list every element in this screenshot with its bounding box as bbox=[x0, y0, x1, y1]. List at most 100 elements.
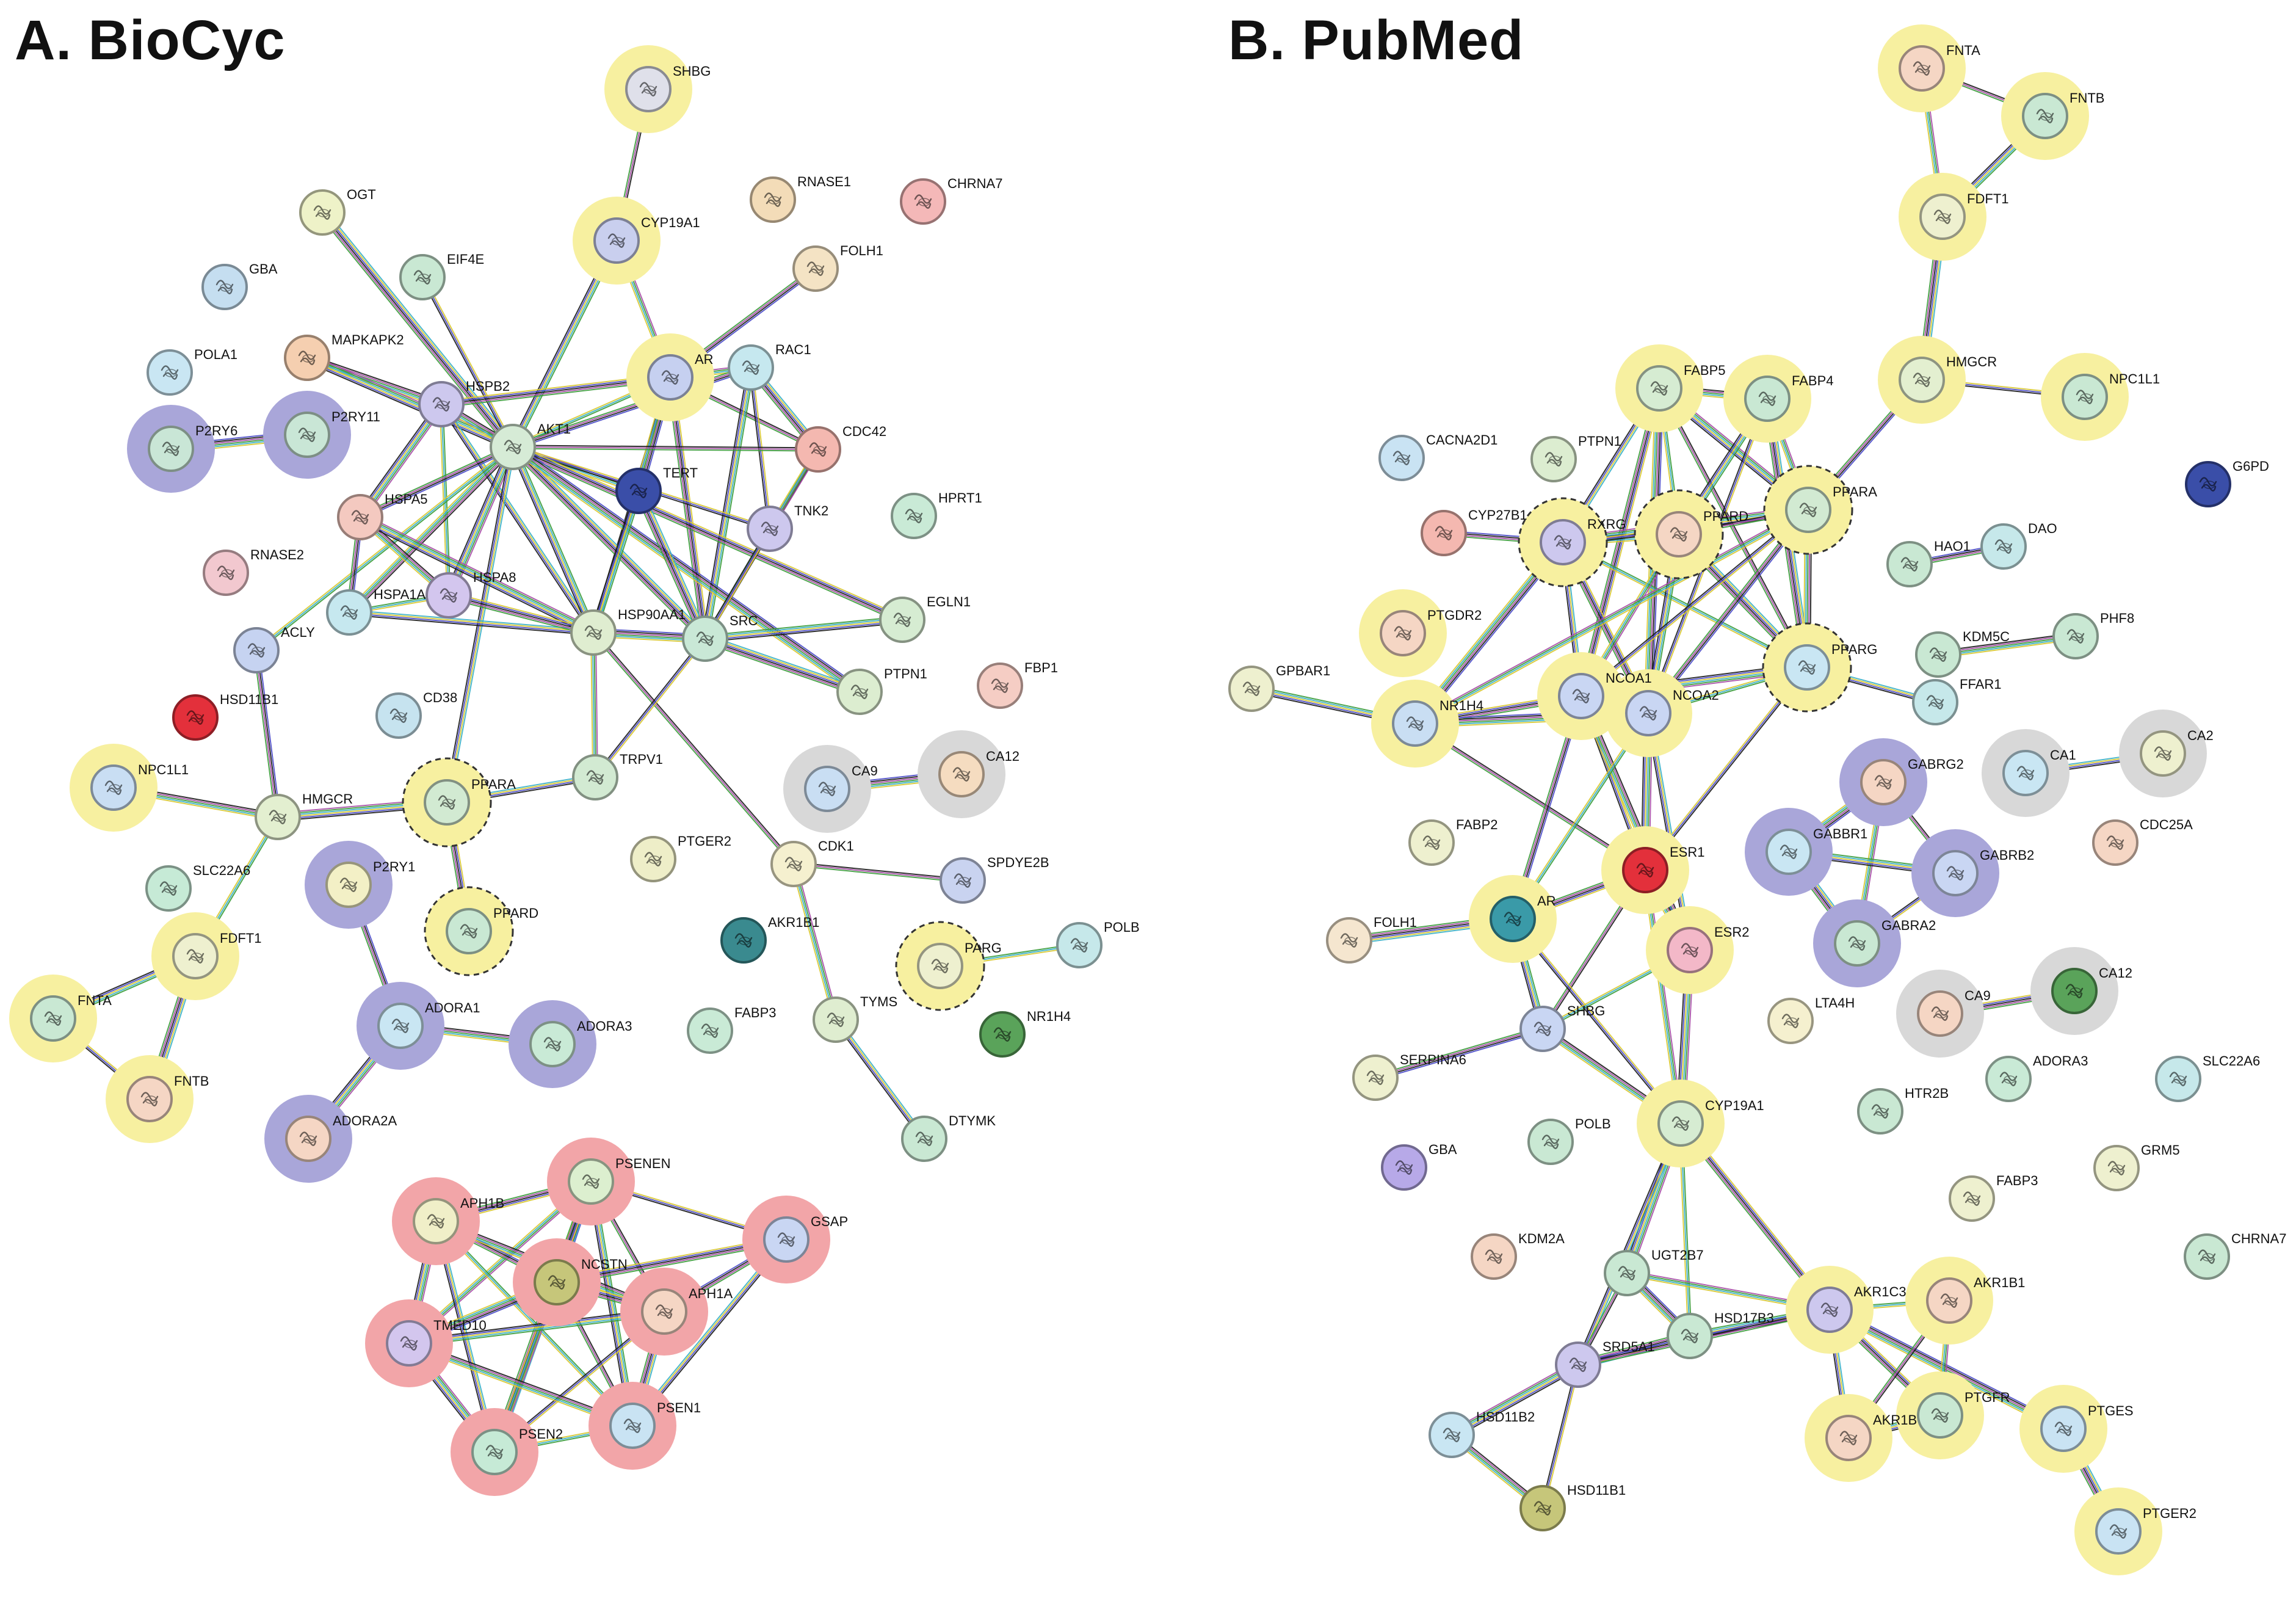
panel-a-node-ptger2[interactable]: PTGER2 bbox=[630, 833, 731, 882]
panel-a-node-trpv1[interactable]: TRPV1 bbox=[572, 752, 663, 800]
panel-a-node-akr1b1[interactable]: AKR1B1 bbox=[720, 915, 819, 964]
panel-a-node-ca9[interactable]: CA9 bbox=[804, 763, 878, 812]
panel-a-node-cyp19a1[interactable]: CYP19A1 bbox=[593, 215, 700, 264]
panel-a-node-shbg[interactable]: SHBG bbox=[625, 64, 711, 112]
panel-a-node-p2ry1[interactable]: P2RY1 bbox=[325, 859, 415, 908]
panel-a-node-adora2a[interactable]: ADORA2A bbox=[285, 1113, 397, 1162]
panel-b-node-fabp4[interactable]: FABP4 bbox=[1744, 373, 1833, 422]
panel-a-node-hmgcr[interactable]: HMGCR bbox=[255, 791, 353, 840]
panel-a-node-psen1[interactable]: PSEN1 bbox=[609, 1400, 701, 1449]
panel-b-node-phf8[interactable]: PHF8 bbox=[2052, 611, 2134, 659]
panel-a-node-ppara[interactable]: PPARA bbox=[424, 777, 516, 826]
panel-b-node-cacna2d1[interactable]: CACNA2D1 bbox=[1378, 432, 1497, 481]
panel-b-node-gba[interactable]: GBA bbox=[1381, 1142, 1457, 1191]
panel-b-node-akr1c3[interactable]: AKR1C3 bbox=[1806, 1284, 1907, 1333]
panel-a-node-psenen[interactable]: PSENEN bbox=[568, 1156, 670, 1205]
panel-b-node-chrna7[interactable]: CHRNA7 bbox=[2184, 1231, 2286, 1280]
panel-b-node-hsd11b1[interactable]: HSD11B1 bbox=[1519, 1483, 1626, 1531]
panel-b-node-ncoa1[interactable]: NCOA1 bbox=[1558, 670, 1652, 719]
panel-b-node-ptgfr[interactable]: PTGFR bbox=[1917, 1390, 2010, 1439]
panel-b-node-pparg[interactable]: PPARG bbox=[1784, 642, 1877, 691]
panel-a-node-eif4e[interactable]: EIF4E bbox=[399, 252, 484, 300]
panel-b-node-akr1b[interactable]: AKR1B bbox=[1825, 1412, 1917, 1461]
panel-a-node-rnase1[interactable]: RNASE1 bbox=[750, 174, 851, 223]
panel-a-node-hspa5[interactable]: HSPA5 bbox=[337, 492, 428, 540]
panel-a-node-ca12[interactable]: CA12 bbox=[938, 749, 1019, 797]
panel-a-node-aph1b[interactable]: APH1B bbox=[413, 1196, 504, 1244]
panel-b-node-cyp27b1[interactable]: CYP27B1 bbox=[1421, 507, 1527, 556]
panel-b-node-folh1[interactable]: FOLH1 bbox=[1326, 915, 1417, 964]
panel-a-node-ar[interactable]: AR bbox=[647, 352, 714, 401]
panel-b-node-ar[interactable]: AR bbox=[1490, 893, 1556, 942]
panel-b-node-ptgdr2[interactable]: PTGDR2 bbox=[1380, 608, 1482, 656]
panel-b-node-hsd17b3[interactable]: HSD17B3 bbox=[1667, 1310, 1774, 1359]
panel-b-node-ca2[interactable]: CA2 bbox=[2140, 728, 2214, 777]
panel-b-node-ugt2b7[interactable]: UGT2B7 bbox=[1604, 1247, 1704, 1296]
panel-b-node-serpina6[interactable]: SERPINA6 bbox=[1352, 1052, 1466, 1101]
panel-a-node-ptpn1[interactable]: PTPN1 bbox=[836, 666, 927, 715]
panel-b-node-hsd11b2[interactable]: HSD11B2 bbox=[1429, 1409, 1535, 1458]
panel-b-node-ncoa2[interactable]: NCOA2 bbox=[1625, 688, 1719, 736]
panel-a-node-aph1a[interactable]: APH1A bbox=[641, 1286, 733, 1335]
panel-a-node-fbp1[interactable]: FBP1 bbox=[977, 660, 1058, 709]
panel-a-node-dtymk[interactable]: DTYMK bbox=[901, 1113, 996, 1162]
panel-a-node-fntb[interactable]: FNTB bbox=[126, 1073, 209, 1122]
panel-b-node-adora3[interactable]: ADORA3 bbox=[1985, 1053, 2088, 1102]
panel-a-node-egln1[interactable]: EGLN1 bbox=[879, 594, 971, 643]
panel-b-node-ptger2[interactable]: PTGER2 bbox=[2095, 1506, 2196, 1555]
panel-b-node-g6pd[interactable]: G6PD bbox=[2185, 459, 2269, 507]
panel-a-node-folh1[interactable]: FOLH1 bbox=[792, 243, 883, 292]
panel-a-node-adora3[interactable]: ADORA3 bbox=[529, 1018, 632, 1067]
panel-b-node-ppard[interactable]: PPARD bbox=[1656, 509, 1748, 557]
panel-b-node-akr1b1[interactable]: AKR1B1 bbox=[1926, 1275, 2025, 1324]
panel-a-node-hsp90aa1[interactable]: HSP90AA1 bbox=[570, 607, 686, 656]
panel-b-node-polb[interactable]: POLB bbox=[1527, 1116, 1611, 1165]
panel-a-node-fnta[interactable]: FNTA bbox=[30, 993, 112, 1042]
panel-b-node-gabra2[interactable]: GABRA2 bbox=[1834, 918, 1936, 967]
panel-a-node-src[interactable]: SRC bbox=[682, 613, 758, 662]
panel-b-node-cdc25a[interactable]: CDC25A bbox=[2092, 817, 2193, 866]
panel-b-node-dao[interactable]: DAO bbox=[1980, 521, 2057, 570]
panel-a-node-cdc42[interactable]: CDC42 bbox=[795, 424, 886, 473]
panel-b-node-ffar1[interactable]: FFAR1 bbox=[1912, 677, 2001, 725]
panel-a-node-psen2[interactable]: PSEN2 bbox=[471, 1426, 563, 1475]
panel-b-node-esr2[interactable]: ESR2 bbox=[1667, 924, 1749, 973]
panel-b-node-npc1l1[interactable]: NPC1L1 bbox=[2062, 371, 2160, 420]
panel-a-node-cd38[interactable]: CD38 bbox=[375, 690, 457, 739]
panel-b-node-ptges[interactable]: PTGES bbox=[2040, 1403, 2134, 1452]
panel-b-node-kdm5c[interactable]: KDM5C bbox=[1915, 629, 2010, 678]
panel-a-node-gba[interactable]: GBA bbox=[201, 261, 278, 310]
panel-b-node-nr1h4[interactable]: NR1H4 bbox=[1392, 698, 1483, 747]
panel-b-node-fdft1[interactable]: FDFT1 bbox=[1919, 191, 2008, 240]
panel-a-node-tyms[interactable]: TYMS bbox=[813, 994, 897, 1043]
panel-b-node-ppara[interactable]: PPARA bbox=[1785, 484, 1877, 533]
panel-b-node-ca9[interactable]: CA9 bbox=[1917, 988, 1991, 1037]
panel-a-node-ncstn[interactable]: NCSTN bbox=[534, 1257, 628, 1305]
panel-a-node-hspa1a[interactable]: HSPA1A bbox=[326, 587, 426, 636]
panel-b-node-fabp3[interactable]: FABP3 bbox=[1949, 1173, 2038, 1222]
panel-b-node-fabp5[interactable]: FABP5 bbox=[1636, 363, 1725, 412]
panel-b-node-gabrg2[interactable]: GABRG2 bbox=[1860, 757, 1964, 805]
panel-a-node-mapkapk2[interactable]: MAPKAPK2 bbox=[284, 332, 404, 381]
panel-a-node-npc1l1[interactable]: NPC1L1 bbox=[90, 762, 189, 811]
panel-b-node-shbg[interactable]: SHBG bbox=[1519, 1003, 1605, 1052]
panel-a-node-tnk2[interactable]: TNK2 bbox=[747, 503, 828, 552]
panel-a-node-fdft1[interactable]: FDFT1 bbox=[172, 931, 261, 979]
panel-a-node-pola1[interactable]: POLA1 bbox=[147, 347, 237, 396]
panel-b-node-grm5[interactable]: GRM5 bbox=[2093, 1142, 2180, 1191]
panel-b-node-fnta[interactable]: FNTA bbox=[1899, 43, 1980, 92]
panel-a-node-nr1h4[interactable]: NR1H4 bbox=[979, 1009, 1071, 1058]
panel-b-node-ptpn1[interactable]: PTPN1 bbox=[1530, 434, 1621, 482]
panel-a-node-rac1[interactable]: RAC1 bbox=[728, 342, 811, 391]
panel-a-node-hspb2[interactable]: HSPB2 bbox=[418, 379, 510, 427]
panel-b-node-cyp19a1[interactable]: CYP19A1 bbox=[1657, 1098, 1764, 1147]
panel-a-node-parg[interactable]: PARG bbox=[917, 940, 1002, 989]
panel-a-node-gsap[interactable]: GSAP bbox=[763, 1214, 848, 1263]
panel-a-node-ogt[interactable]: OGT bbox=[299, 187, 376, 236]
panel-a-node-p2ry6[interactable]: P2RY6 bbox=[148, 423, 237, 472]
panel-b-node-gpbar1[interactable]: GPBAR1 bbox=[1228, 663, 1330, 712]
panel-b-node-ca12[interactable]: CA12 bbox=[2051, 965, 2132, 1014]
panel-a-node-ppard[interactable]: PPARD bbox=[446, 906, 538, 954]
panel-b-node-hao1[interactable]: HAO1 bbox=[1886, 539, 1971, 587]
panel-a-node-slc22a6[interactable]: SLC22A6 bbox=[145, 863, 250, 912]
